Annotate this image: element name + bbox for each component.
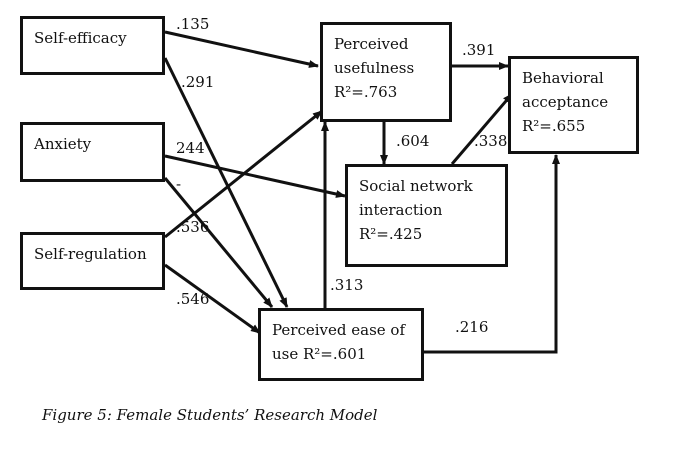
coef-anxiety-to-social: 244 xyxy=(176,139,205,157)
figure-caption: Figure 5: Female Students’ Research Mode… xyxy=(42,406,378,424)
coef-usefulness-to-social: .604 xyxy=(396,132,430,150)
coef-self-regulation-to-ease: .546 xyxy=(176,290,210,308)
arrow-social-to-acceptance xyxy=(450,93,514,165)
coef-social-to-acceptance: .338 xyxy=(474,132,508,150)
node-label: Self-regulation xyxy=(34,245,147,263)
coef-self-efficacy-to-ease: .291 xyxy=(181,73,215,91)
arrow-anxiety-to-social xyxy=(164,154,346,198)
node-label: Social network interaction R²=.425 xyxy=(359,177,473,243)
node-self-efficacy: Self-efficacy xyxy=(20,16,165,75)
node-anxiety: Anxiety xyxy=(20,122,165,182)
coef-ease-to-usefulness: .313 xyxy=(330,276,364,294)
node-label: Anxiety xyxy=(34,135,92,153)
arrow-anxiety-to-ease xyxy=(163,177,274,308)
node-label: Self-efficacy xyxy=(34,29,127,47)
node-label: Behavioral acceptance R²=.655 xyxy=(522,69,609,135)
node-label: Perceived ease of use R²=.601 xyxy=(272,321,406,363)
coef-self-efficacy-to-usefulness: .135 xyxy=(176,15,210,33)
arrow-self-efficacy-to-usefulness xyxy=(164,30,319,68)
coef-anxiety-to-ease: .536 xyxy=(176,218,210,236)
node-self-regulation: Self-regulation xyxy=(20,232,165,290)
coef-anxiety-minus-sign: - xyxy=(176,175,182,193)
arrow-self-efficacy-to-ease xyxy=(163,57,289,308)
node-perceived-usefulness: Perceived usefulness R²=.763 xyxy=(320,22,452,122)
coef-ease-to-acceptance: .216 xyxy=(455,318,489,336)
arrow-ease-to-acceptance xyxy=(424,154,560,354)
arrow-self-regulation-to-usefulness xyxy=(164,109,323,239)
arrow-self-regulation-to-ease xyxy=(164,263,261,335)
node-social-network-interaction: Social network interaction R²=.425 xyxy=(345,164,508,267)
coef-usefulness-to-acceptance: .391 xyxy=(462,41,496,59)
node-label: Perceived usefulness R²=.763 xyxy=(334,35,415,101)
node-behavioral-acceptance: Behavioral acceptance R²=.655 xyxy=(508,56,639,154)
node-perceived-ease-of-use: Perceived ease of use R²=.601 xyxy=(258,308,424,381)
